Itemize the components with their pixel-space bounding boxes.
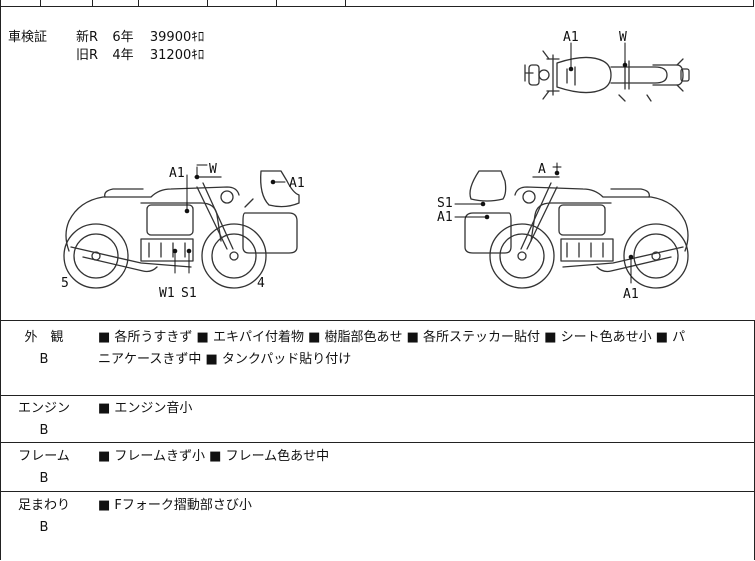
label-left-w1: W1 bbox=[159, 286, 175, 301]
label-left-a1-right: A1 bbox=[289, 176, 305, 191]
category-cell: エンジン B bbox=[5, 398, 87, 442]
category-name: エンジン bbox=[17, 401, 70, 416]
category-grade: B bbox=[39, 520, 49, 535]
label-right-a1-mid: A1 bbox=[437, 210, 453, 225]
shaken-years: 6年 bbox=[112, 30, 134, 45]
top-table-edge bbox=[0, 0, 754, 7]
condition-row-frame: フレーム B ■ フレームきず小 ■ フレーム色あせ中 bbox=[0, 443, 755, 492]
condition-row-suspension: 足まわり B ■ Fフォーク摺動部さび小 bbox=[0, 492, 755, 560]
shaken-kind: 旧R bbox=[76, 48, 99, 63]
shaken-line-old: 旧R 4年 31200ｷﾛ bbox=[76, 47, 204, 65]
shaken-label: 車検証 bbox=[8, 30, 48, 45]
items-line: ■ フレームきず小 ■ フレーム色あせ中 bbox=[98, 449, 330, 464]
motorcycle-diagrams: A1 W A1 W A1 W1 S1 5 4 A S1 A1 A1 bbox=[1, 7, 755, 320]
category-grade: B bbox=[39, 423, 49, 438]
condition-table: 外 観 B ■ 各所うすきず ■ エキパイ付着物 ■ 樹脂部色あせ ■ 各所ステ… bbox=[0, 321, 755, 561]
category-cell: 足まわり B bbox=[5, 495, 87, 539]
motorcycle-right-view bbox=[464, 170, 689, 289]
category-name: 足まわり bbox=[17, 498, 70, 513]
label-left-5: 5 bbox=[61, 276, 69, 291]
label-top-a1: A1 bbox=[563, 30, 579, 45]
items-line: ■ Fフォーク摺動部さび小 bbox=[98, 498, 252, 513]
category-name: フレーム bbox=[18, 449, 70, 464]
category-cell: 外 観 B bbox=[5, 327, 87, 371]
label-left-w: W bbox=[209, 162, 217, 177]
condition-items: ■ Fフォーク摺動部さび小 bbox=[98, 495, 746, 517]
label-right-s1: S1 bbox=[437, 196, 453, 211]
items-line: ■ エンジン音小 bbox=[98, 401, 193, 416]
motorcycle-top-view bbox=[524, 50, 690, 102]
category-grade: B bbox=[39, 471, 49, 486]
condition-items: ■ 各所うすきず ■ エキパイ付着物 ■ 樹脂部色あせ ■ 各所ステッカー貼付 … bbox=[98, 327, 746, 371]
shaken-km: 39900ｷﾛ bbox=[149, 30, 205, 45]
label-left-4: 4 bbox=[257, 276, 265, 291]
shaken-line-new: 新R 6年 39900ｷﾛ bbox=[76, 29, 204, 47]
category-cell: フレーム B bbox=[5, 446, 87, 490]
label-right-a: A bbox=[538, 162, 546, 177]
items-line: ニアケースきず中 ■ タンクパッド貼り付け bbox=[98, 352, 352, 367]
motorcycle-left-view bbox=[63, 170, 300, 289]
label-right-a1-bottom: A1 bbox=[623, 287, 639, 302]
damage-diagram-panel: 車検証 新R 6年 39900ｷﾛ 旧R 4年 31200ｷﾛ bbox=[0, 7, 755, 321]
condition-items: ■ フレームきず小 ■ フレーム色あせ中 bbox=[98, 446, 746, 468]
category-name: 外 観 bbox=[24, 330, 64, 345]
shaken-km: 31200ｷﾛ bbox=[149, 48, 205, 63]
condition-items: ■ エンジン音小 bbox=[98, 398, 746, 420]
items-line: ■ 各所うすきず ■ エキパイ付着物 ■ 樹脂部色あせ ■ 各所ステッカー貼付 … bbox=[98, 330, 686, 345]
label-top-w: W bbox=[619, 30, 627, 45]
label-left-s1: S1 bbox=[181, 286, 197, 301]
shaken-years: 4年 bbox=[112, 48, 134, 63]
label-left-a1: A1 bbox=[169, 166, 185, 181]
condition-row-exterior: 外 観 B ■ 各所うすきず ■ エキパイ付着物 ■ 樹脂部色あせ ■ 各所ステ… bbox=[0, 321, 755, 396]
condition-row-engine: エンジン B ■ エンジン音小 bbox=[0, 396, 755, 443]
shaken-kind: 新R bbox=[76, 30, 99, 45]
category-grade: B bbox=[39, 352, 49, 367]
